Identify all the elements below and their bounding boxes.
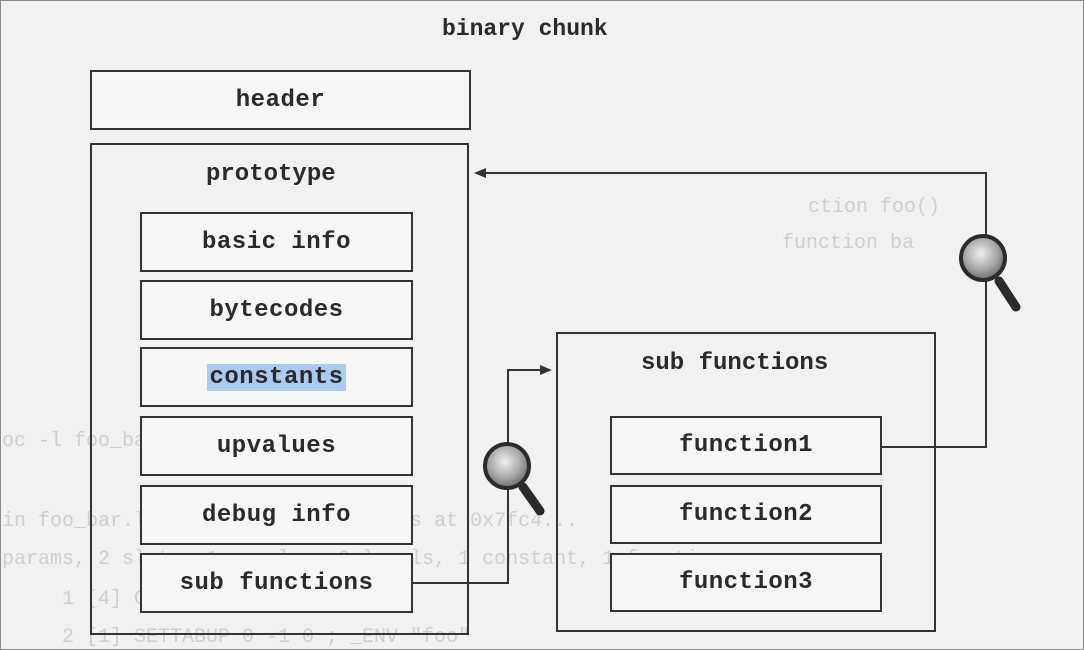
connector-function1-to-prototype — [474, 168, 987, 448]
prototype-item-upvalues: upvalues — [140, 416, 413, 476]
item-label: sub functions — [179, 569, 374, 597]
item-label: basic info — [201, 228, 352, 256]
sub-function-item-function3: function3 — [610, 553, 882, 612]
item-label: upvalues — [216, 432, 337, 460]
item-label: function3 — [678, 569, 814, 596]
item-label: function1 — [678, 432, 814, 459]
prototype-container — [90, 143, 469, 635]
item-label: bytecodes — [209, 296, 344, 324]
prototype-item-constants: constants — [140, 347, 413, 407]
sub-functions-title: sub functions — [641, 350, 829, 377]
background-text: function ba — [782, 232, 915, 255]
prototype-title: prototype — [206, 161, 336, 188]
sub-function-item-function1: function1 — [610, 416, 882, 475]
prototype-item-bytecodes: bytecodes — [140, 280, 413, 340]
sub-functions-container — [556, 332, 936, 632]
item-label: debug info — [201, 501, 352, 529]
sub-function-item-function2: function2 — [610, 485, 882, 544]
background-text: ction foo() — [808, 196, 941, 219]
connector-prototype-to-subfunctions — [413, 365, 552, 584]
header-box: header — [90, 70, 471, 130]
prototype-item-debug-info: debug info — [140, 485, 413, 545]
item-label: function2 — [678, 501, 814, 528]
magnifier-icon — [959, 234, 1021, 312]
magnifier-icon — [483, 442, 545, 516]
item-label-selected: constants — [207, 363, 346, 391]
diagram-title: binary chunk — [442, 16, 608, 42]
prototype-item-sub-functions: sub functions — [140, 553, 413, 613]
background-text: 2 [1] SETTABUP 0 -1 0 ; _ENV "foo" — [62, 626, 471, 649]
prototype-item-basic-info: basic info — [140, 212, 413, 272]
header-label: header — [235, 86, 326, 114]
